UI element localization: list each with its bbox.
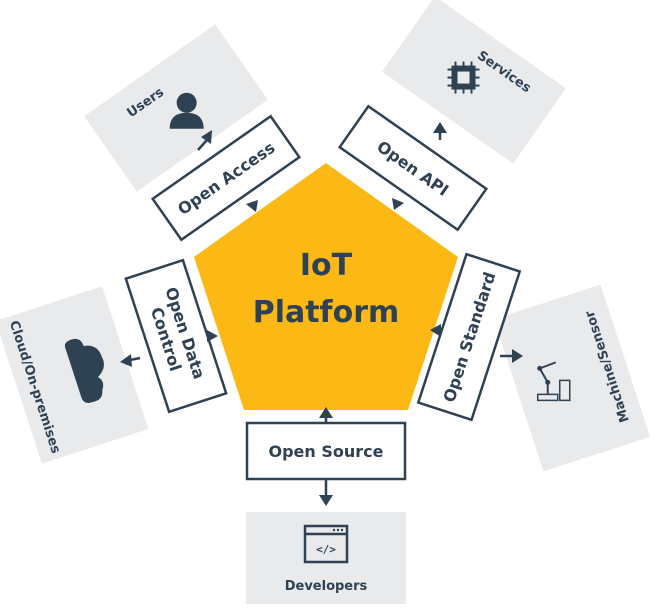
iot-platform-pentagon xyxy=(194,163,458,410)
developers-panel: Developers </> xyxy=(246,512,406,604)
cloud-icon xyxy=(64,338,104,403)
developers-label: Developers xyxy=(285,579,368,594)
open-source-label: Open Source xyxy=(269,442,384,461)
center-title-line2: Platform xyxy=(253,295,400,330)
chip-icon xyxy=(447,61,480,94)
robot-arm-icon xyxy=(536,361,571,402)
user-icon xyxy=(169,92,204,129)
machine-sensor-panel: Machine/Sensor xyxy=(494,284,650,472)
users-panel: Users xyxy=(84,24,268,192)
arrow-open-data-control-in xyxy=(207,330,218,342)
arrow-open-source-down xyxy=(319,479,333,506)
services-panel: Services xyxy=(382,0,566,164)
center-title-line1: IoT xyxy=(300,248,353,283)
svg-text:</>: </> xyxy=(316,543,336,556)
open-data-control-box: Open Data Control xyxy=(124,258,228,414)
cloud-panel: Cloud/On-premises xyxy=(0,286,149,464)
arrow-open-source-up xyxy=(319,407,333,423)
arrow-open-access-out xyxy=(197,130,212,151)
arrow-open-api-in xyxy=(392,198,404,210)
arrow-open-standard-out xyxy=(500,349,523,363)
arrow-open-data-control-out xyxy=(120,354,141,367)
arrow-open-standard-in xyxy=(430,324,441,337)
open-source-box: Open Source xyxy=(245,421,407,481)
arrow-open-api-out xyxy=(433,122,447,140)
code-window-icon: </> xyxy=(303,524,349,564)
arrow-open-access-in xyxy=(246,200,258,212)
